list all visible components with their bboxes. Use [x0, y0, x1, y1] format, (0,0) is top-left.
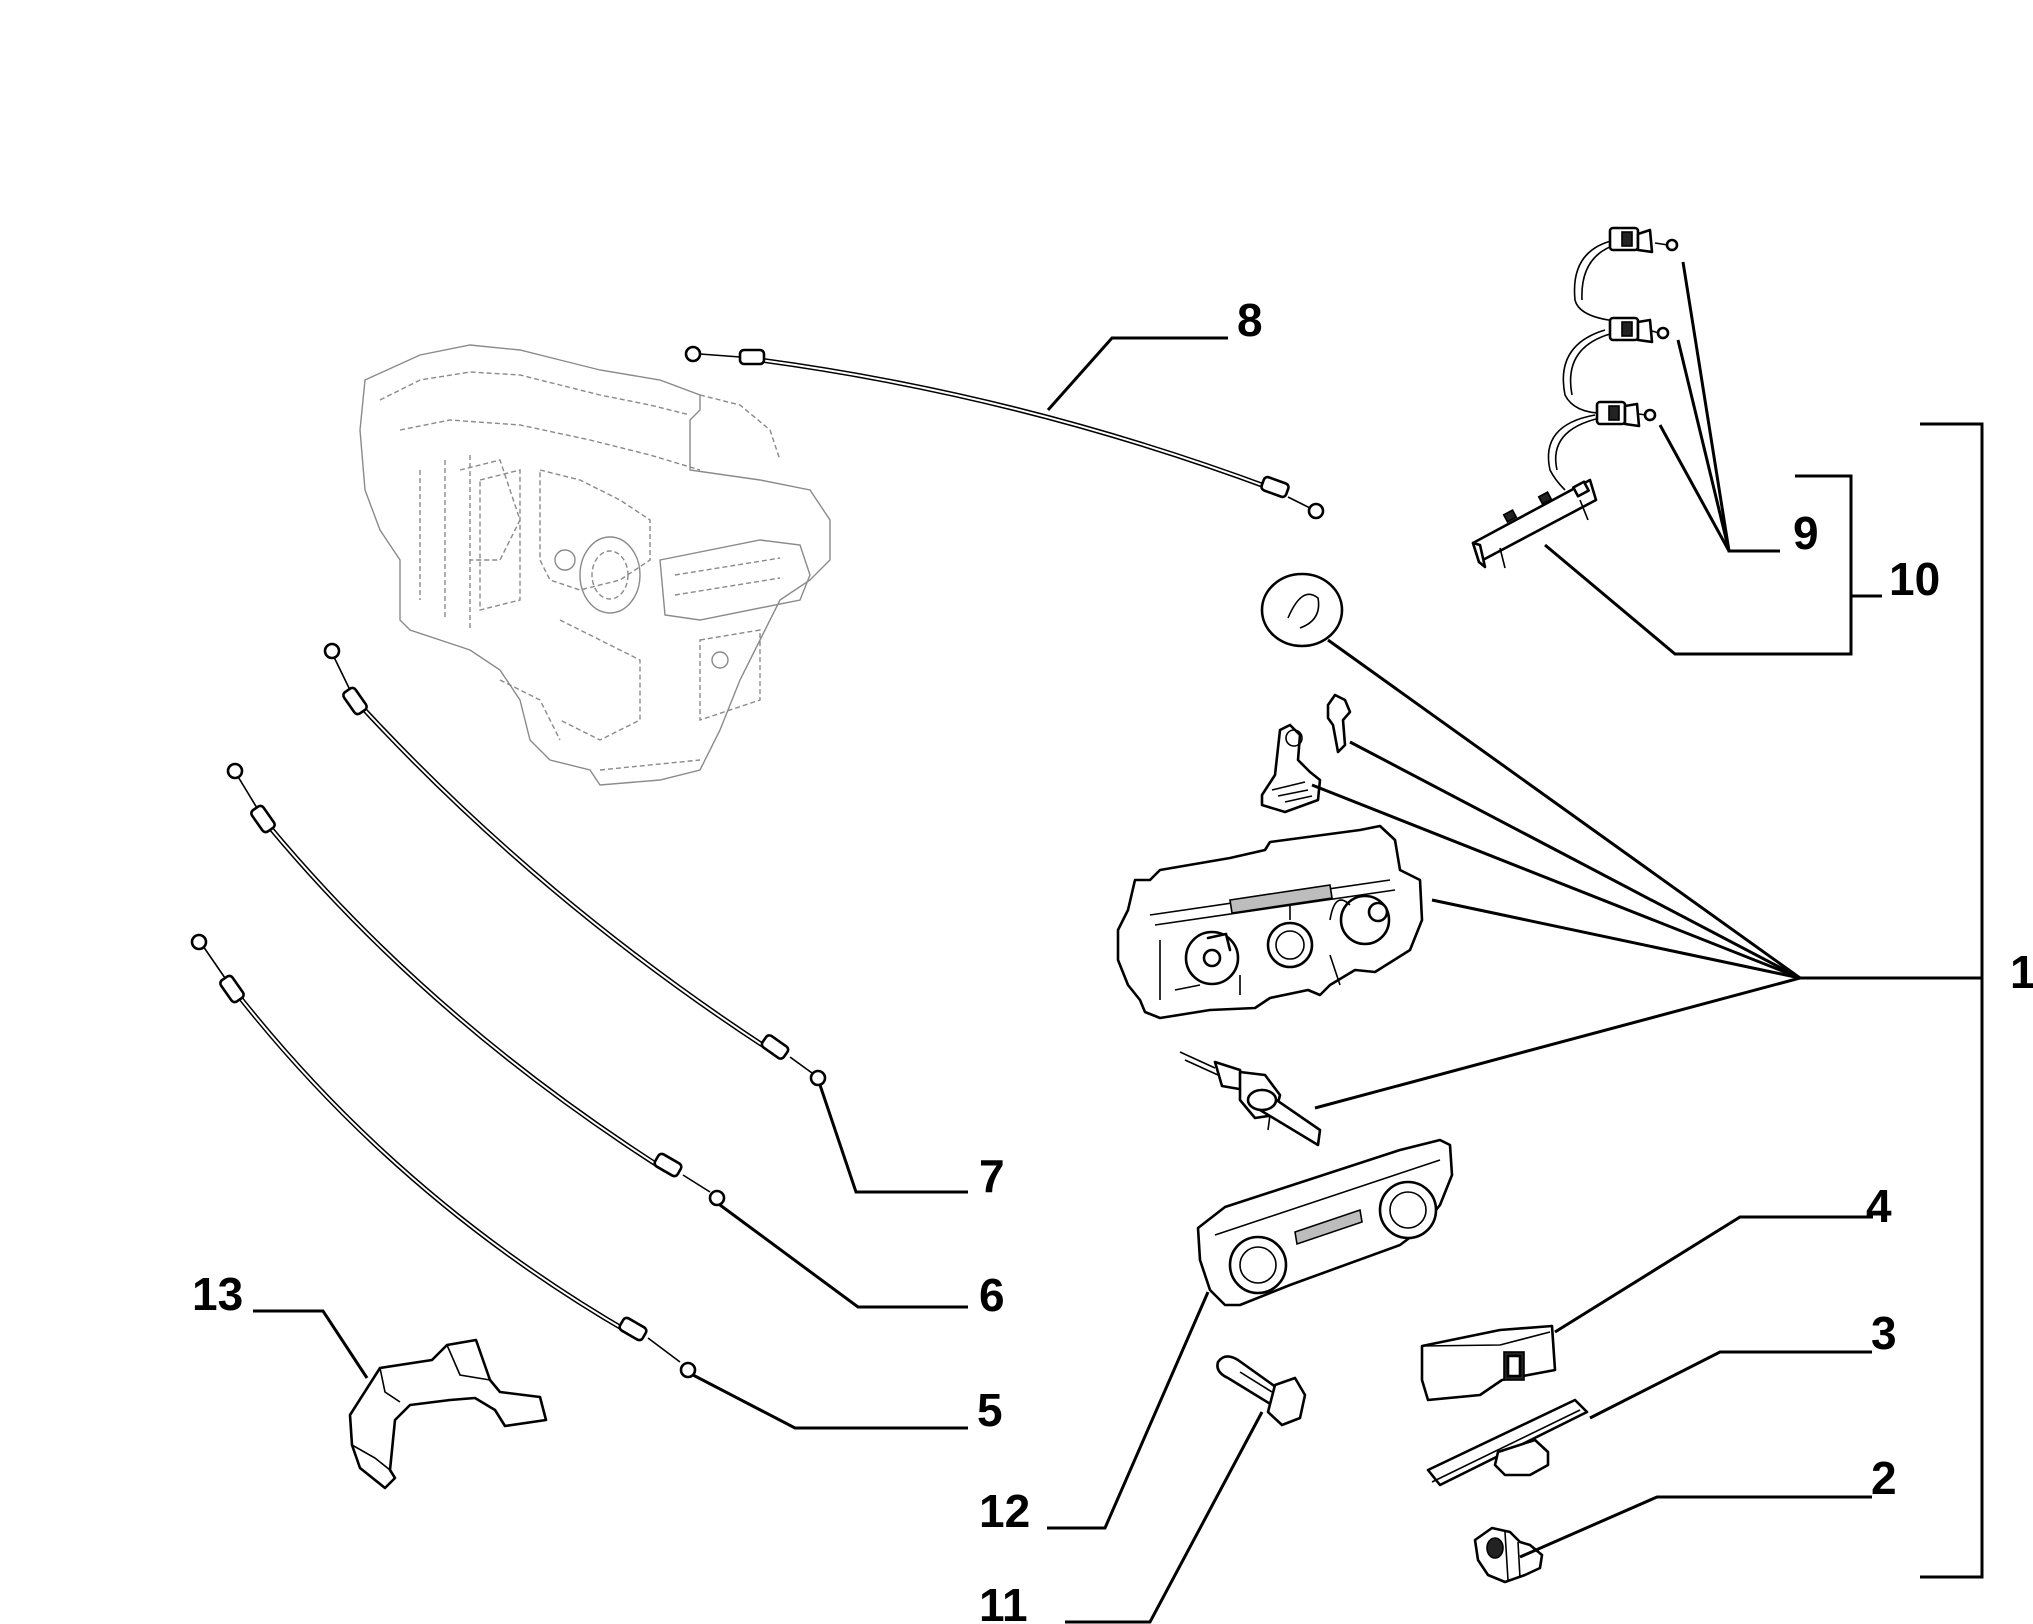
bracket-part-13 — [348, 1338, 548, 1490]
module-part-4 — [1420, 1324, 1557, 1402]
front-bezel-part-12 — [1196, 1138, 1454, 1307]
leader-lines — [253, 261, 1984, 1624]
heater-housing-ghost — [359, 344, 831, 786]
callout-labels: 1 2 3 4 5 6 7 8 9 10 11 12 13 — [192, 294, 2033, 1624]
control-panel-body — [1116, 824, 1424, 1020]
selector-lever — [1260, 723, 1322, 814]
bolt-part-11 — [1216, 1355, 1307, 1427]
callout-1: 1 — [2010, 946, 2033, 998]
control-cable-7 — [323, 642, 827, 1087]
small-clip — [1326, 693, 1352, 754]
callout-13: 13 — [192, 1268, 243, 1320]
callout-6: 6 — [979, 1269, 1005, 1321]
wiring-harness-part-10 — [1471, 226, 1679, 569]
callout-9: 9 — [1793, 507, 1819, 559]
callout-2: 2 — [1871, 1452, 1897, 1504]
callout-4: 4 — [1866, 1180, 1892, 1232]
callout-8: 8 — [1237, 294, 1263, 346]
callout-7: 7 — [979, 1150, 1005, 1202]
callout-10: 10 — [1889, 553, 1940, 605]
callout-12: 12 — [979, 1485, 1030, 1537]
switch-shaft-assembly — [1179, 1051, 1322, 1147]
callout-5: 5 — [977, 1384, 1003, 1436]
callout-11: 11 — [979, 1579, 1028, 1624]
control-cable-5 — [190, 933, 697, 1379]
control-knob-ring — [1260, 572, 1344, 648]
callout-3: 3 — [1871, 1307, 1897, 1359]
control-cable-6 — [226, 762, 726, 1207]
switch-part-2 — [1473, 1526, 1544, 1584]
strip-part-3 — [1426, 1398, 1589, 1487]
control-cable-8 — [684, 345, 1325, 520]
